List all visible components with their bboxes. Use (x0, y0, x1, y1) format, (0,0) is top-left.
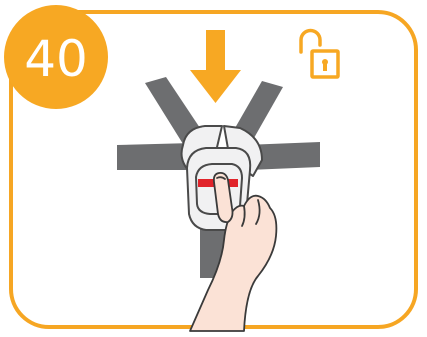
step-badge: 40 (4, 5, 108, 109)
step-number: 40 (24, 30, 88, 88)
